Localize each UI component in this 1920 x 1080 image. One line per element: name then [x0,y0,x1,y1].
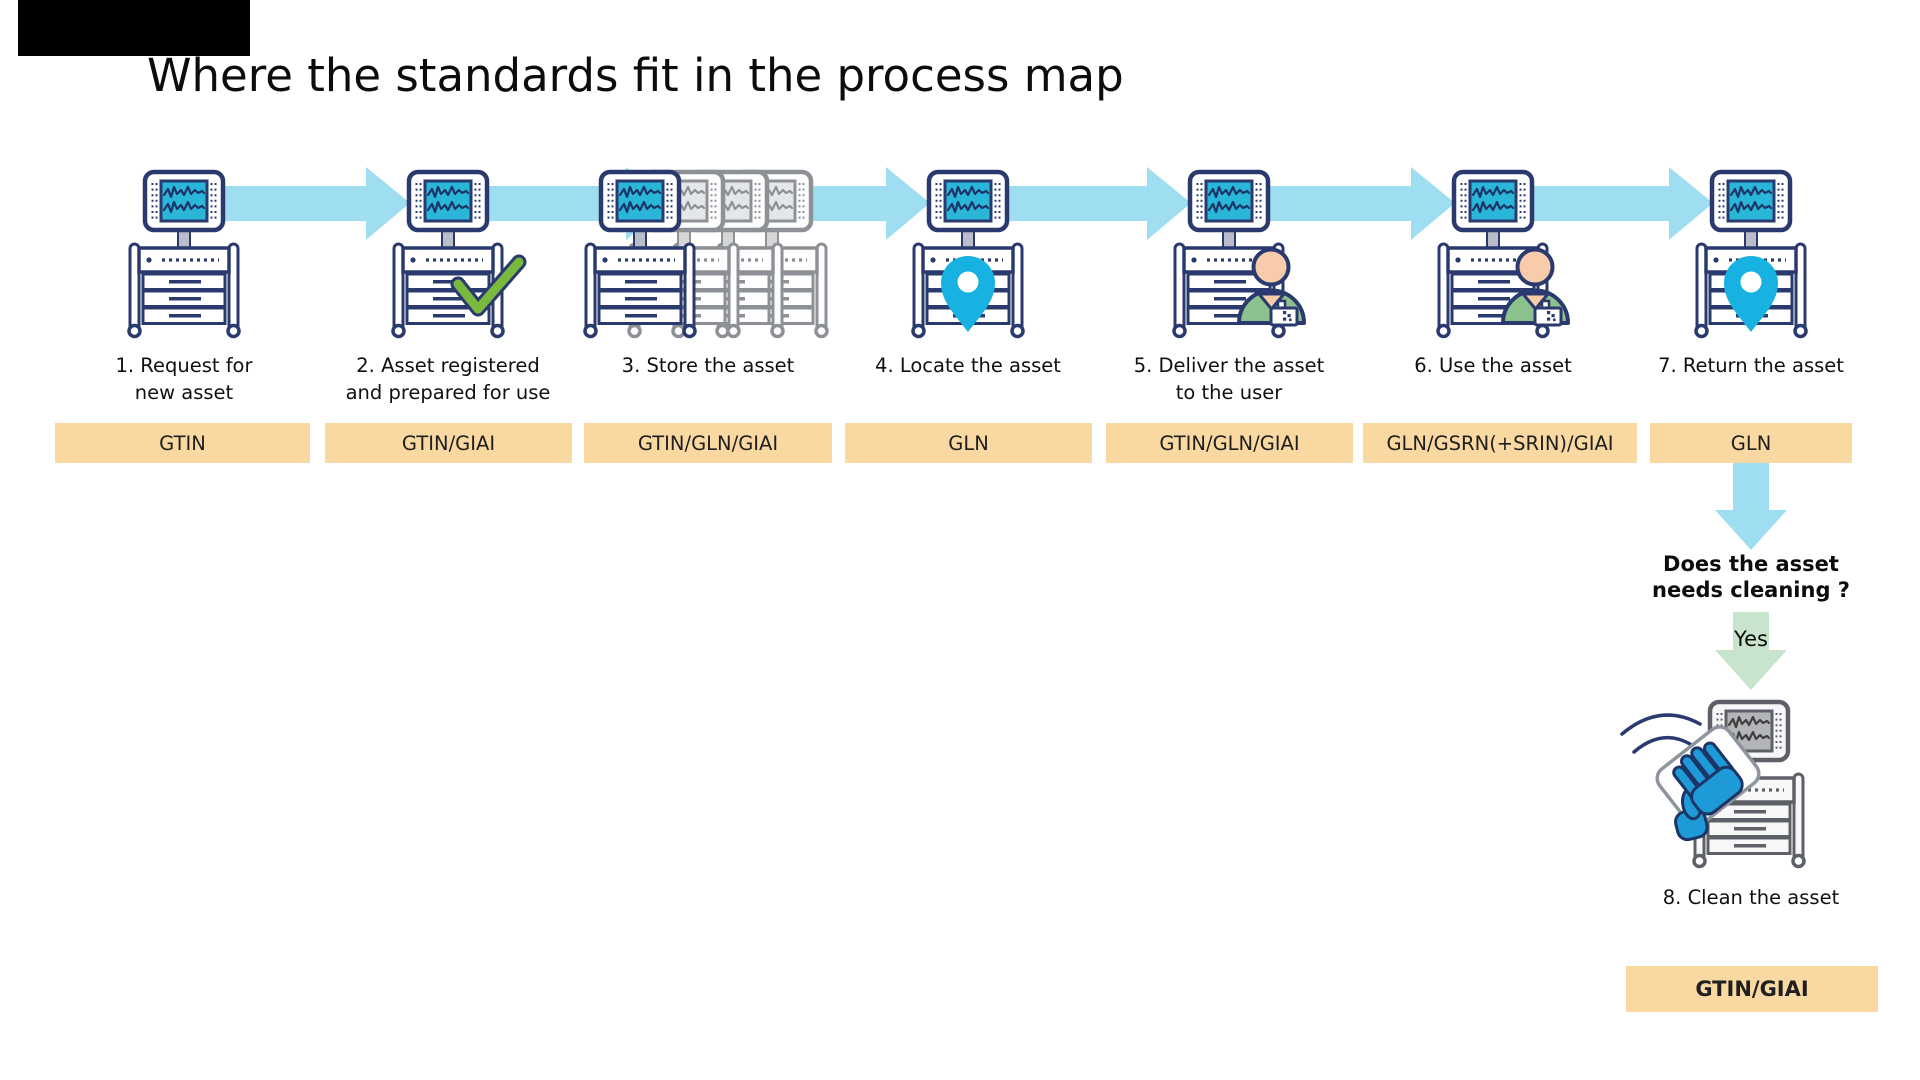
step-6-label-line1: 6. Use the asset [1414,354,1572,377]
flow-arrow-group [194,167,1787,550]
process-step-1: 1. Request for new asset [54,170,314,470]
down-arrow [1715,462,1787,550]
decision-yes-label: Yes [1734,627,1768,651]
monitor-cart-location-icon [1696,172,1806,337]
motion-lines-icon [1620,713,1702,754]
step-8-label: 8. Clean the asset [1662,886,1840,909]
process-step-3: 3. Store the asset [578,170,838,470]
flow-arrow [1503,167,1713,240]
flow-arrow [718,167,930,240]
step-2-label: 2. Asset registered and prepared for use [318,352,578,406]
step-4-label-line1: 4. Locate the asset [875,354,1061,377]
process-step-6: 6. Use the asset [1363,170,1623,470]
step-5-label: 5. Deliver the asset to the user [1099,352,1359,406]
step-3-label-line1: 3. Store the asset [621,354,795,377]
step-1-label-line1: 1. Request for [115,354,253,377]
step-1-label: 1. Request for new asset [54,352,314,406]
clean-cart-icon [1620,702,1804,867]
step-7-label-line1: 7. Return the asset [1658,354,1844,377]
monitor-cart-user-icon [1438,172,1568,337]
step-7-label: 7. Return the asset [1621,352,1881,379]
decision-question: Does the asset needs cleaning ? [1601,551,1901,603]
standard-badge-6: GLN/GSRN(+SRIN)/GIAI [1363,423,1637,463]
standard-badge-clean: GTIN/GIAI [1626,966,1878,1012]
monitor-cart-icon [129,172,239,337]
process-step-4: 4. Locate the asset [838,170,1098,470]
standard-badge-5: GTIN/GLN/GIAI [1106,423,1353,463]
monitor-carts-storage-icon [585,172,827,337]
top-left-dark-bar [18,0,250,56]
step-1-label-line2: new asset [134,381,234,404]
monitor-cart-user-icon [1174,172,1304,337]
yes-arrow [1715,612,1787,690]
monitor-cart-location-icon [913,172,1023,337]
flow-arrow [458,167,670,240]
page-title: Where the standards fit in the process m… [147,49,1124,102]
step-3-label: 3. Store the asset [578,352,838,379]
step-2-label-line2: and prepared for use [345,381,551,404]
step-5-label-line1: 5. Deliver the asset [1133,354,1325,377]
process-step-5: 5. Deliver the asset to the user [1099,170,1359,470]
step-5-label-line2: to the user [1175,381,1283,404]
flow-arrow [194,167,410,240]
standard-badge-7: GLN [1650,423,1852,463]
flow-arrow [978,167,1191,240]
process-step-2: 2. Asset registered and prepared for use [318,170,578,470]
standard-badge-3: GTIN/GLN/GIAI [584,423,832,463]
step-6-label: 6. Use the asset [1363,352,1623,379]
decision-question-line1: Does the asset [1663,552,1839,576]
standard-badge-2: GTIN/GIAI [325,423,572,463]
standard-badge-4: GLN [845,423,1092,463]
wipe-hand-icon [1655,725,1761,842]
decision-question-line2: needs cleaning ? [1652,578,1850,602]
process-step-7: 7. Return the asset [1621,170,1881,470]
standard-badge-1: GTIN [55,423,310,463]
step-4-label: 4. Locate the asset [838,352,1098,379]
step-2-label-line1: 2. Asset registered [356,354,540,377]
monitor-cart-check-icon [393,172,523,337]
flow-arrow [1239,167,1455,240]
